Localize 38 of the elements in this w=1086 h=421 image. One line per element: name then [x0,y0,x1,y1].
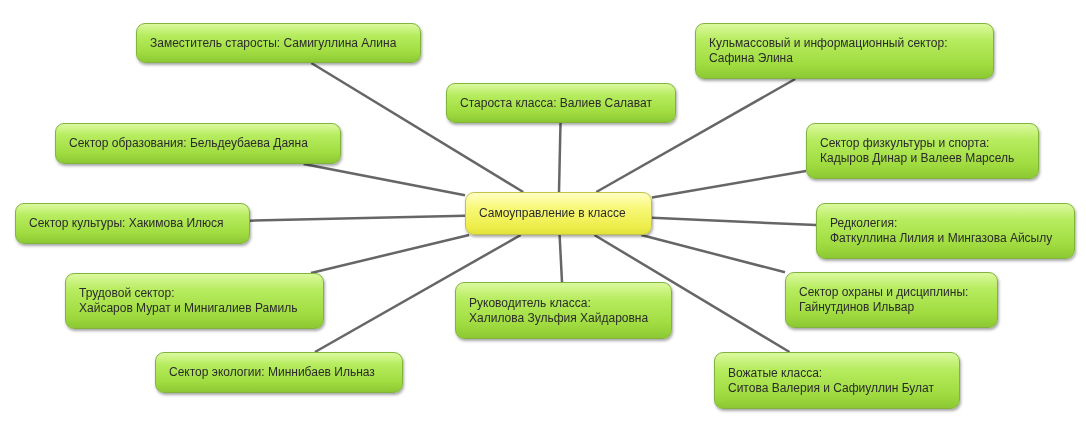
connector-line [651,216,817,227]
topic-box [455,282,672,339]
topic-box [695,23,994,79]
topic-box [155,352,403,393]
member-label: Сектор культуры: Хакимова Илюся [29,216,224,231]
member-label: Сектор экологии: Миннибаев Ильназ [169,365,375,380]
topic-box [446,83,676,123]
member-label: Сектор образования: Бельдеубаева Даяна [69,136,308,151]
topic-box [816,203,1075,259]
member-label: Кульмассовый и информационный сектор: Сафина Элина [709,36,948,66]
topic-box [65,273,324,329]
member-label: Сектор физкультуры и спорта: Кадыров Динар и Валеев Марсель [820,136,1015,166]
connector-line [557,122,562,193]
member-label: Староста класса: Валиев Салават [460,95,652,111]
connector-line [651,169,807,199]
topic-box [136,23,421,63]
topic-label: Самоуправление в классе [479,206,626,221]
member-label: Сектор охраны и дисциплины: Гайнутдинов Ильвар [799,285,969,315]
connector-line [310,233,470,275]
topic-box [55,123,341,164]
connector-line [595,77,796,194]
member-label: Редколегия: Фаткуллина Лилия и Мингазова Айсылу [830,216,1053,246]
member-label: Заместитель старосты: Самигуллина Алина [150,35,397,51]
connector-line [249,214,466,222]
central-topic-box [465,192,652,235]
connector-line [593,233,791,354]
member-label: Руководитель класса: Халилова Зульфия Хайдаровна [469,295,649,326]
member-label: Вожатые класса: Ситова Валерия и Сафиуллин Булат [728,365,934,396]
member-label: Трудовой сектор: Хайсаров Мурат и Минигалиев Рамиль [79,286,298,316]
topic-box [714,352,960,409]
connector-line [314,233,522,354]
connector-line [310,61,524,194]
connector-line [303,162,466,197]
topic-box [806,123,1039,179]
topic-box [785,272,998,328]
connector-line [558,234,564,283]
topic-box [15,203,250,244]
connector-line [641,233,786,274]
